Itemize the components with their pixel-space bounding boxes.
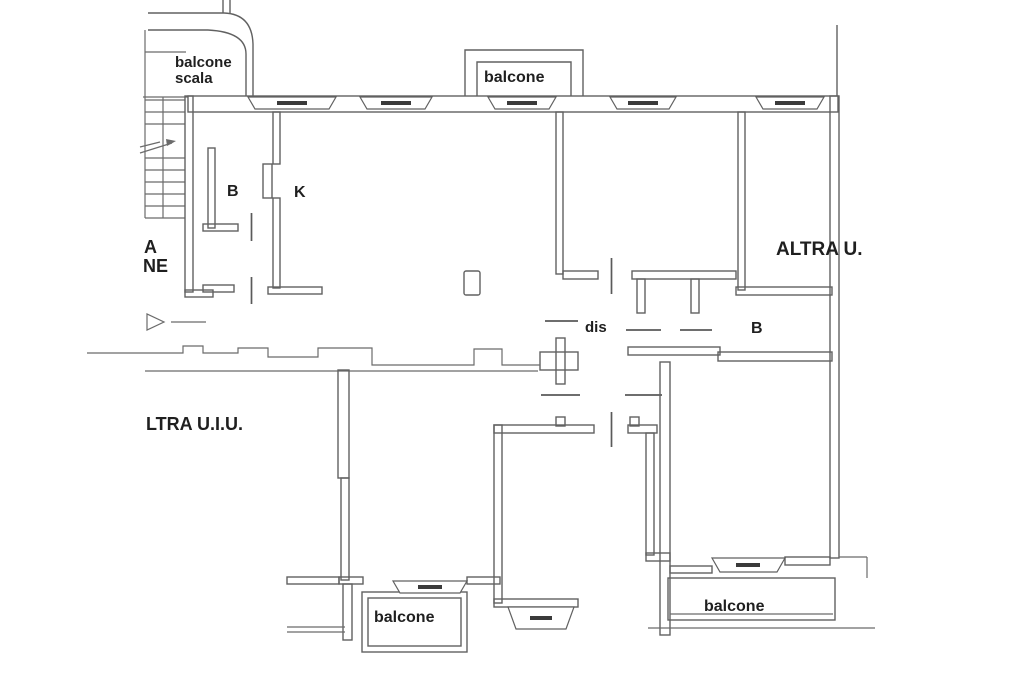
stair-break-icon bbox=[139, 139, 176, 154]
balcony-door-icon bbox=[391, 580, 469, 594]
stairwell bbox=[139, 30, 186, 219]
pillar bbox=[463, 270, 481, 296]
bottom-left-walls bbox=[286, 369, 364, 641]
entrance-arrow-icon bbox=[146, 313, 206, 331]
top-balcony-label: balcone bbox=[484, 69, 545, 86]
left-clipped-label-line2: NE bbox=[143, 256, 168, 276]
north-wall bbox=[143, 25, 839, 113]
adjacent-unit-right-label: ALTRA U. bbox=[776, 239, 863, 260]
kitchen-label: K bbox=[294, 184, 306, 201]
stair-balcony-outline bbox=[148, 0, 254, 96]
east-wall bbox=[829, 95, 840, 559]
bottom-right-balcony-label: balcone bbox=[704, 598, 765, 615]
bath-kitchen-walls bbox=[184, 95, 323, 304]
window-icon bbox=[754, 96, 826, 110]
window-icon bbox=[358, 96, 434, 110]
stair-balcony-label-line2: scala bbox=[175, 70, 213, 87]
right-bedroom-walls bbox=[659, 361, 831, 636]
left-clipped-label-line1: A bbox=[144, 237, 157, 257]
hallway-label: dis bbox=[585, 319, 607, 336]
bottom-center-balcony-label: balcone bbox=[374, 609, 435, 626]
party-wall bbox=[87, 345, 540, 372]
kitchen-door-leaf bbox=[262, 163, 273, 199]
window-icon bbox=[246, 96, 338, 110]
bottom-right-balcony-outline bbox=[648, 556, 875, 629]
window-icon bbox=[507, 606, 575, 630]
bathroom-right-label: B bbox=[751, 320, 763, 337]
stair-balcony-label-line1: balcone bbox=[175, 54, 232, 71]
bathroom-top-left-label: B bbox=[227, 183, 239, 200]
balcony-door-icon bbox=[710, 557, 787, 573]
bottom-center-balcony-outline bbox=[361, 576, 501, 653]
bedroom-corridor-walls bbox=[539, 111, 833, 385]
labels: balcone scala balcone B K A NE ALTRA U. … bbox=[143, 54, 863, 626]
window-icon bbox=[608, 96, 678, 110]
center-bedroom-walls bbox=[493, 394, 671, 630]
adjacent-unit-bottom-left-label: LTRA U.I.U. bbox=[146, 414, 243, 434]
top-balcony-outline bbox=[464, 49, 584, 96]
balcony-door-icon bbox=[486, 96, 558, 110]
